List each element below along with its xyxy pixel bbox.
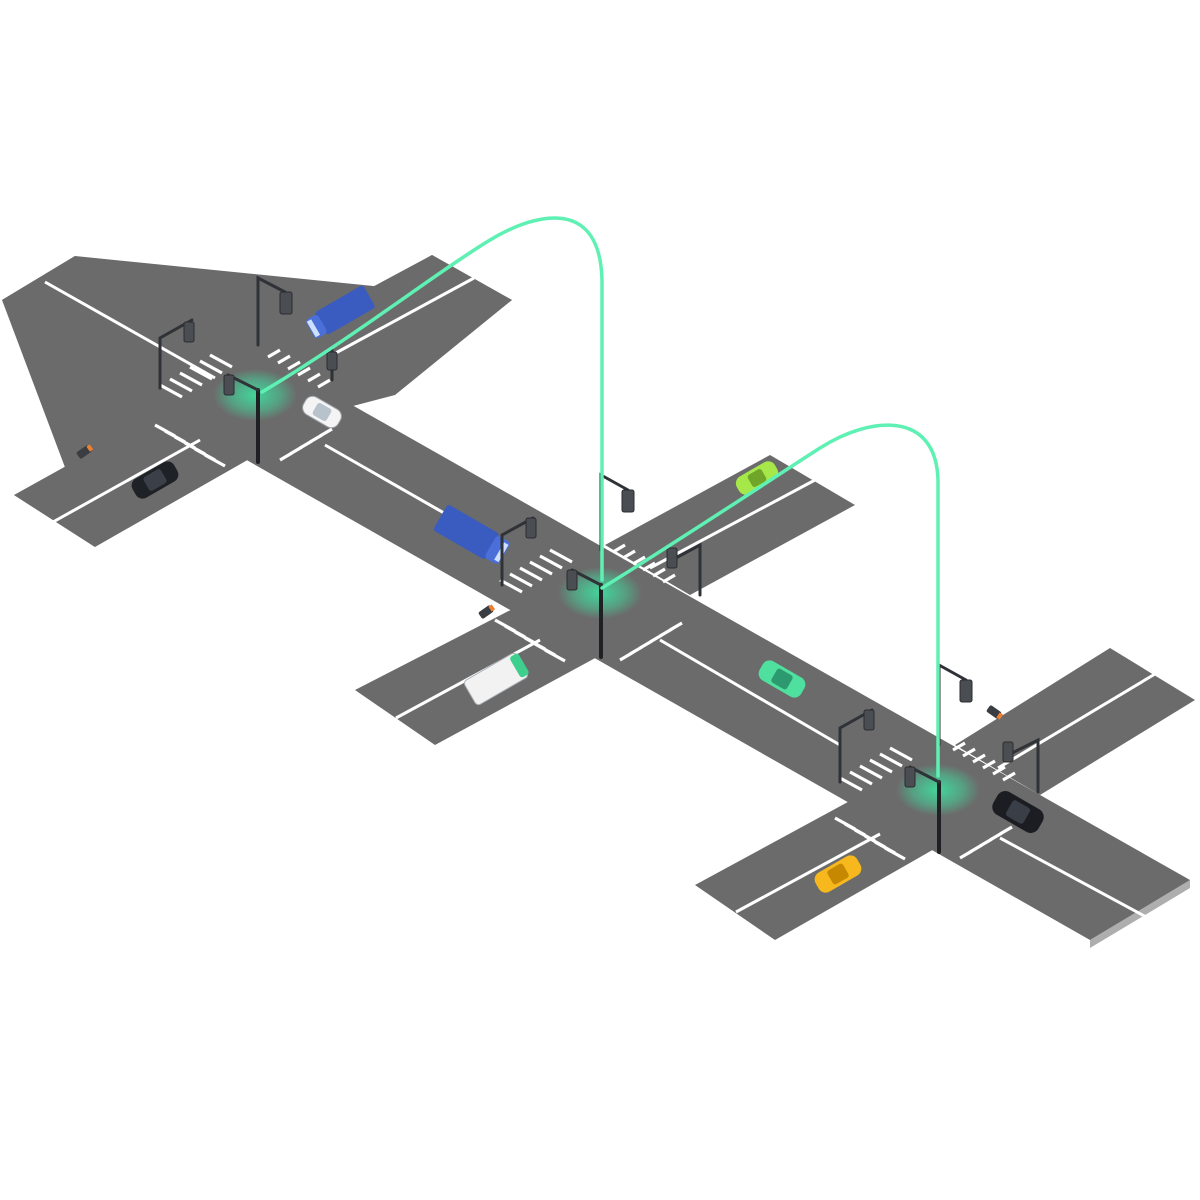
traffic-light-icon bbox=[223, 373, 260, 464]
crosswalks bbox=[154, 348, 1016, 861]
camera-icon bbox=[478, 604, 496, 619]
street-lamp-icon bbox=[937, 662, 973, 747]
camera-icon bbox=[986, 705, 1004, 720]
traffic-light-icon bbox=[566, 568, 603, 659]
black-car-icon bbox=[131, 461, 179, 499]
crosswalk-i2 bbox=[494, 543, 683, 663]
traffic-light-icon bbox=[666, 542, 702, 597]
traffic-light-icon bbox=[1002, 737, 1040, 794]
green-car-icon bbox=[758, 660, 806, 698]
signal-link-icon bbox=[260, 216, 940, 778]
main-road bbox=[150, 350, 1190, 948]
traffic-light-icon bbox=[500, 516, 537, 587]
black-suv-icon bbox=[992, 791, 1044, 833]
blue-truck-icon bbox=[306, 285, 375, 339]
traffic-light-icon bbox=[904, 765, 941, 854]
white-van-icon bbox=[463, 652, 529, 706]
street-lamp-icon bbox=[256, 275, 293, 347]
crosswalk-i1 bbox=[154, 348, 333, 468]
crosswalk-i3 bbox=[834, 741, 1016, 861]
yellow-car-icon bbox=[814, 855, 862, 893]
traffic-light-icon bbox=[158, 318, 195, 390]
cross-road-3 bbox=[695, 648, 1195, 940]
lime-car-icon bbox=[735, 461, 779, 495]
traffic-light-icon bbox=[326, 348, 338, 382]
white-car-icon bbox=[302, 395, 342, 429]
camera-icon bbox=[76, 444, 94, 459]
traffic-light-icon bbox=[838, 708, 875, 784]
